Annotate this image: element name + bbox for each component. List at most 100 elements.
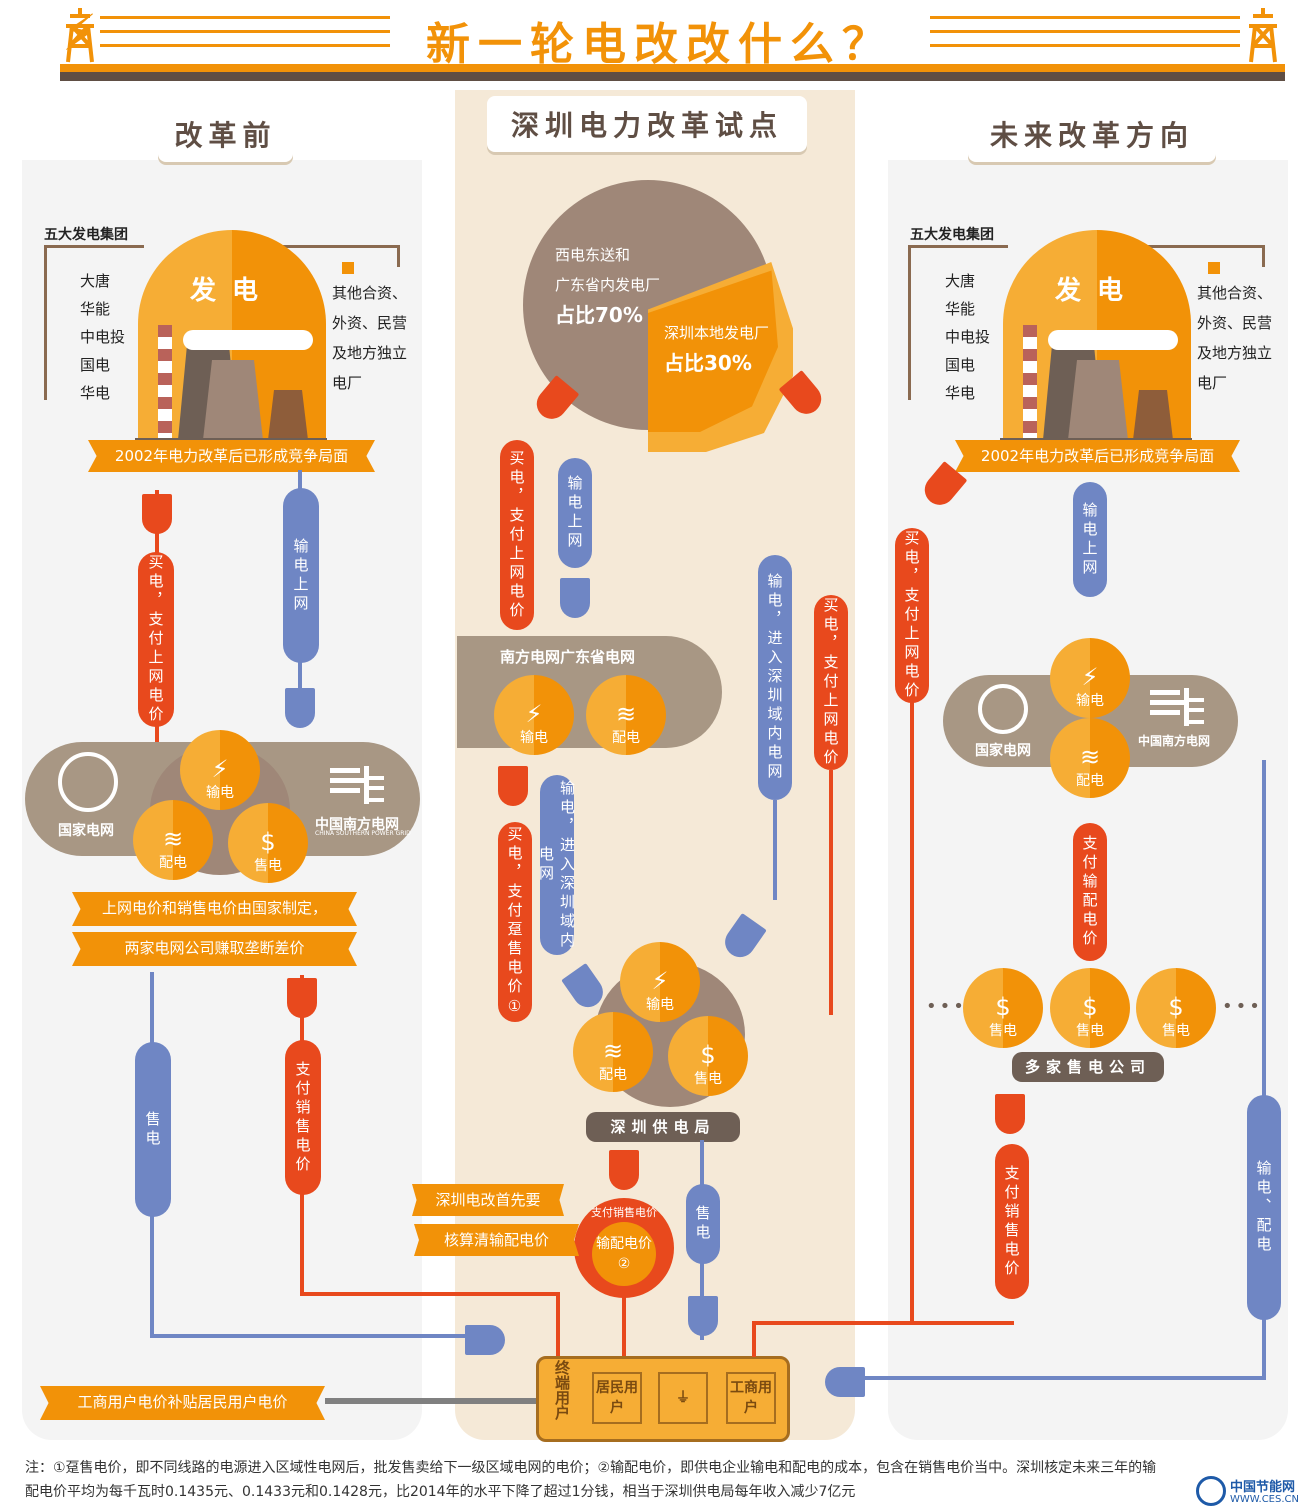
watermark-name: 中国节能网 <box>1230 1480 1296 1495</box>
circuit-icon: ≋ <box>1079 743 1101 771</box>
cooling-tower-icon <box>203 360 263 440</box>
pilot-ribbon-line1: 深圳电改首先要 <box>412 1184 564 1216</box>
money-bag-icon: $ <box>700 1041 716 1069</box>
circle-sales: $售电 <box>668 1016 748 1096</box>
southern-grid-label: 中国南方电网 <box>315 817 399 833</box>
wire-blue <box>1262 760 1266 1380</box>
pill-sell-power: 售电 <box>135 1042 171 1217</box>
group-item: 国电 <box>945 356 976 374</box>
bracket-line <box>240 245 400 248</box>
heading-before-reform: 改革前 <box>158 106 293 162</box>
circle-label: 售电 <box>254 858 282 874</box>
other-line: 其他合资、 <box>332 284 408 302</box>
state-grid-logo-icon <box>978 684 1028 734</box>
circle-transmission: ⚡输电 <box>1050 638 1130 718</box>
wire-red <box>829 770 833 1015</box>
group-title: 五大发电集团 <box>44 227 128 243</box>
price-ribbon-line1: 上网电价和销售电价由国家制定， <box>72 892 357 926</box>
bracket-line <box>908 245 911 400</box>
other-line: 电厂 <box>332 374 363 392</box>
wire-blue <box>150 1334 480 1338</box>
ring-outer-label: 支付销售电价 <box>591 1206 657 1219</box>
group-item: 华电 <box>945 384 976 402</box>
pie-label-line: 深圳本地发电厂 <box>664 324 770 342</box>
title-bar-shadow <box>60 72 1285 81</box>
other-line: 及地方独立 <box>1197 344 1273 362</box>
pill-pay-td-price: 支付输配电价 <box>1073 823 1107 961</box>
chimney-icon <box>1023 325 1037 440</box>
title-line <box>100 30 390 33</box>
southern-grid-logo-icon <box>330 766 386 804</box>
watermark-url: WWW.CES.CN <box>1230 1494 1299 1505</box>
circle-label: 售电 <box>989 1023 1017 1039</box>
cooling-tower-icon <box>1068 360 1128 440</box>
group-item: 华能 <box>945 300 976 318</box>
title-line <box>930 16 1240 19</box>
tower-icon: ⚡ <box>211 755 229 783</box>
circle-sales: $ 售电 <box>1050 968 1130 1048</box>
plug-icon <box>287 978 317 1018</box>
plug-icon <box>995 1094 1025 1134</box>
right-tower-icon <box>1245 6 1281 64</box>
group-item: 华电 <box>80 384 111 402</box>
circle-label: 配电 <box>599 1067 627 1083</box>
watermark-logo-icon <box>1196 1476 1226 1506</box>
ellipsis-right: ••• <box>1222 996 1263 1017</box>
wire-blue <box>773 800 777 900</box>
group-item: 中电投 <box>945 328 991 346</box>
circle-label: 售电 <box>1076 1023 1104 1039</box>
money-bag-icon: $ <box>260 828 276 856</box>
title-bar <box>60 64 1285 72</box>
socket-outlet-icon[interactable]: ⏚ <box>658 1372 708 1424</box>
plug-icon <box>142 494 172 534</box>
circle-sales: $售电 <box>963 968 1043 1048</box>
pill-buy-right: 买电，支付上网电价 <box>814 595 848 770</box>
pie-label-line: 西电东送和 <box>555 246 631 264</box>
chimney-icon <box>158 325 172 440</box>
pill-td: 输电、配电 <box>1247 1095 1281 1320</box>
money-bag-icon: $ <box>1082 993 1098 1021</box>
footnote-line: 注：①趸售电价，即不同线路的电源进入区域性电网后，批发售卖给下一级区域电网的电价… <box>25 1460 1157 1476</box>
title-line <box>930 30 1240 33</box>
circuit-icon: ≋ <box>602 1037 624 1065</box>
sale-companies-tag: 多家售电公司 <box>1012 1052 1164 1082</box>
southern-grid-sub: CHINA SOUTHERN POWER GRID <box>315 830 411 837</box>
heading-shenzhen-pilot: 深圳电力改革试点 <box>487 96 807 152</box>
pill-transmit: 输电上网 <box>1073 482 1107 597</box>
competition-ribbon: 2002年电力改革后已形成竞争局面 <box>88 440 375 472</box>
subsidy-ribbon: 工商用户电价补贴居民用户电价 <box>40 1386 325 1420</box>
other-line: 外资、民营 <box>1197 314 1273 332</box>
cooling-tower-icon <box>268 390 308 440</box>
terminal-user-label: 终端用户 <box>553 1360 571 1420</box>
circle-label: 配电 <box>159 855 187 871</box>
pill-pay-sales-price: 支付销售电价 <box>995 1144 1029 1299</box>
circle-distribution: ≋ 配电 <box>573 1012 653 1092</box>
shenzhen-power-bureau: 深圳供电局 <box>586 1112 740 1142</box>
pie-share-70: 占比70% <box>555 303 643 327</box>
circuit-icon: ≋ <box>615 700 637 728</box>
generation-dome: 发电 <box>138 230 326 440</box>
footnote-line: 配电价平均为每千瓦时0.1435元、0.1433元和0.1428元，比2014年… <box>25 1484 856 1500</box>
circle-distribution: ≋配电 <box>133 800 213 880</box>
other-producers: 其他合资、 外资、民营 及地方独立 电厂 <box>332 278 407 398</box>
bracket-line <box>908 245 1008 248</box>
cooling-tower-icon <box>1133 390 1173 440</box>
pill-pay-sales-price: 支付销售电价 <box>285 1040 321 1195</box>
circle-label: 配电 <box>612 730 640 746</box>
group-item: 华能 <box>80 300 111 318</box>
circle-label: 售电 <box>1162 1023 1190 1039</box>
bracket-line <box>397 245 400 267</box>
group-title: 五大发电集团 <box>910 227 994 243</box>
pill-buy-wholesale: 买电，支付趸售电价① <box>498 822 532 1022</box>
square-marker <box>1208 262 1220 274</box>
tower-icon: ⚡ <box>525 700 543 728</box>
pill-sell-power: 售电 <box>686 1184 720 1264</box>
group-item: 国电 <box>80 356 111 374</box>
pill-buy-left: 买电，支付上网电价 <box>500 440 534 630</box>
footnote: 注：①趸售电价，即不同线路的电源进入区域性电网后，批发售卖给下一级区域电网的电价… <box>25 1456 1285 1504</box>
socket-commercial[interactable]: 工商用户 <box>726 1372 776 1424</box>
plug-icon <box>560 578 590 618</box>
socket-residential[interactable]: 居民用户 <box>592 1372 642 1424</box>
tower-icon: ⚡ <box>651 967 669 995</box>
pill-transmit: 输电上网 <box>283 488 319 663</box>
